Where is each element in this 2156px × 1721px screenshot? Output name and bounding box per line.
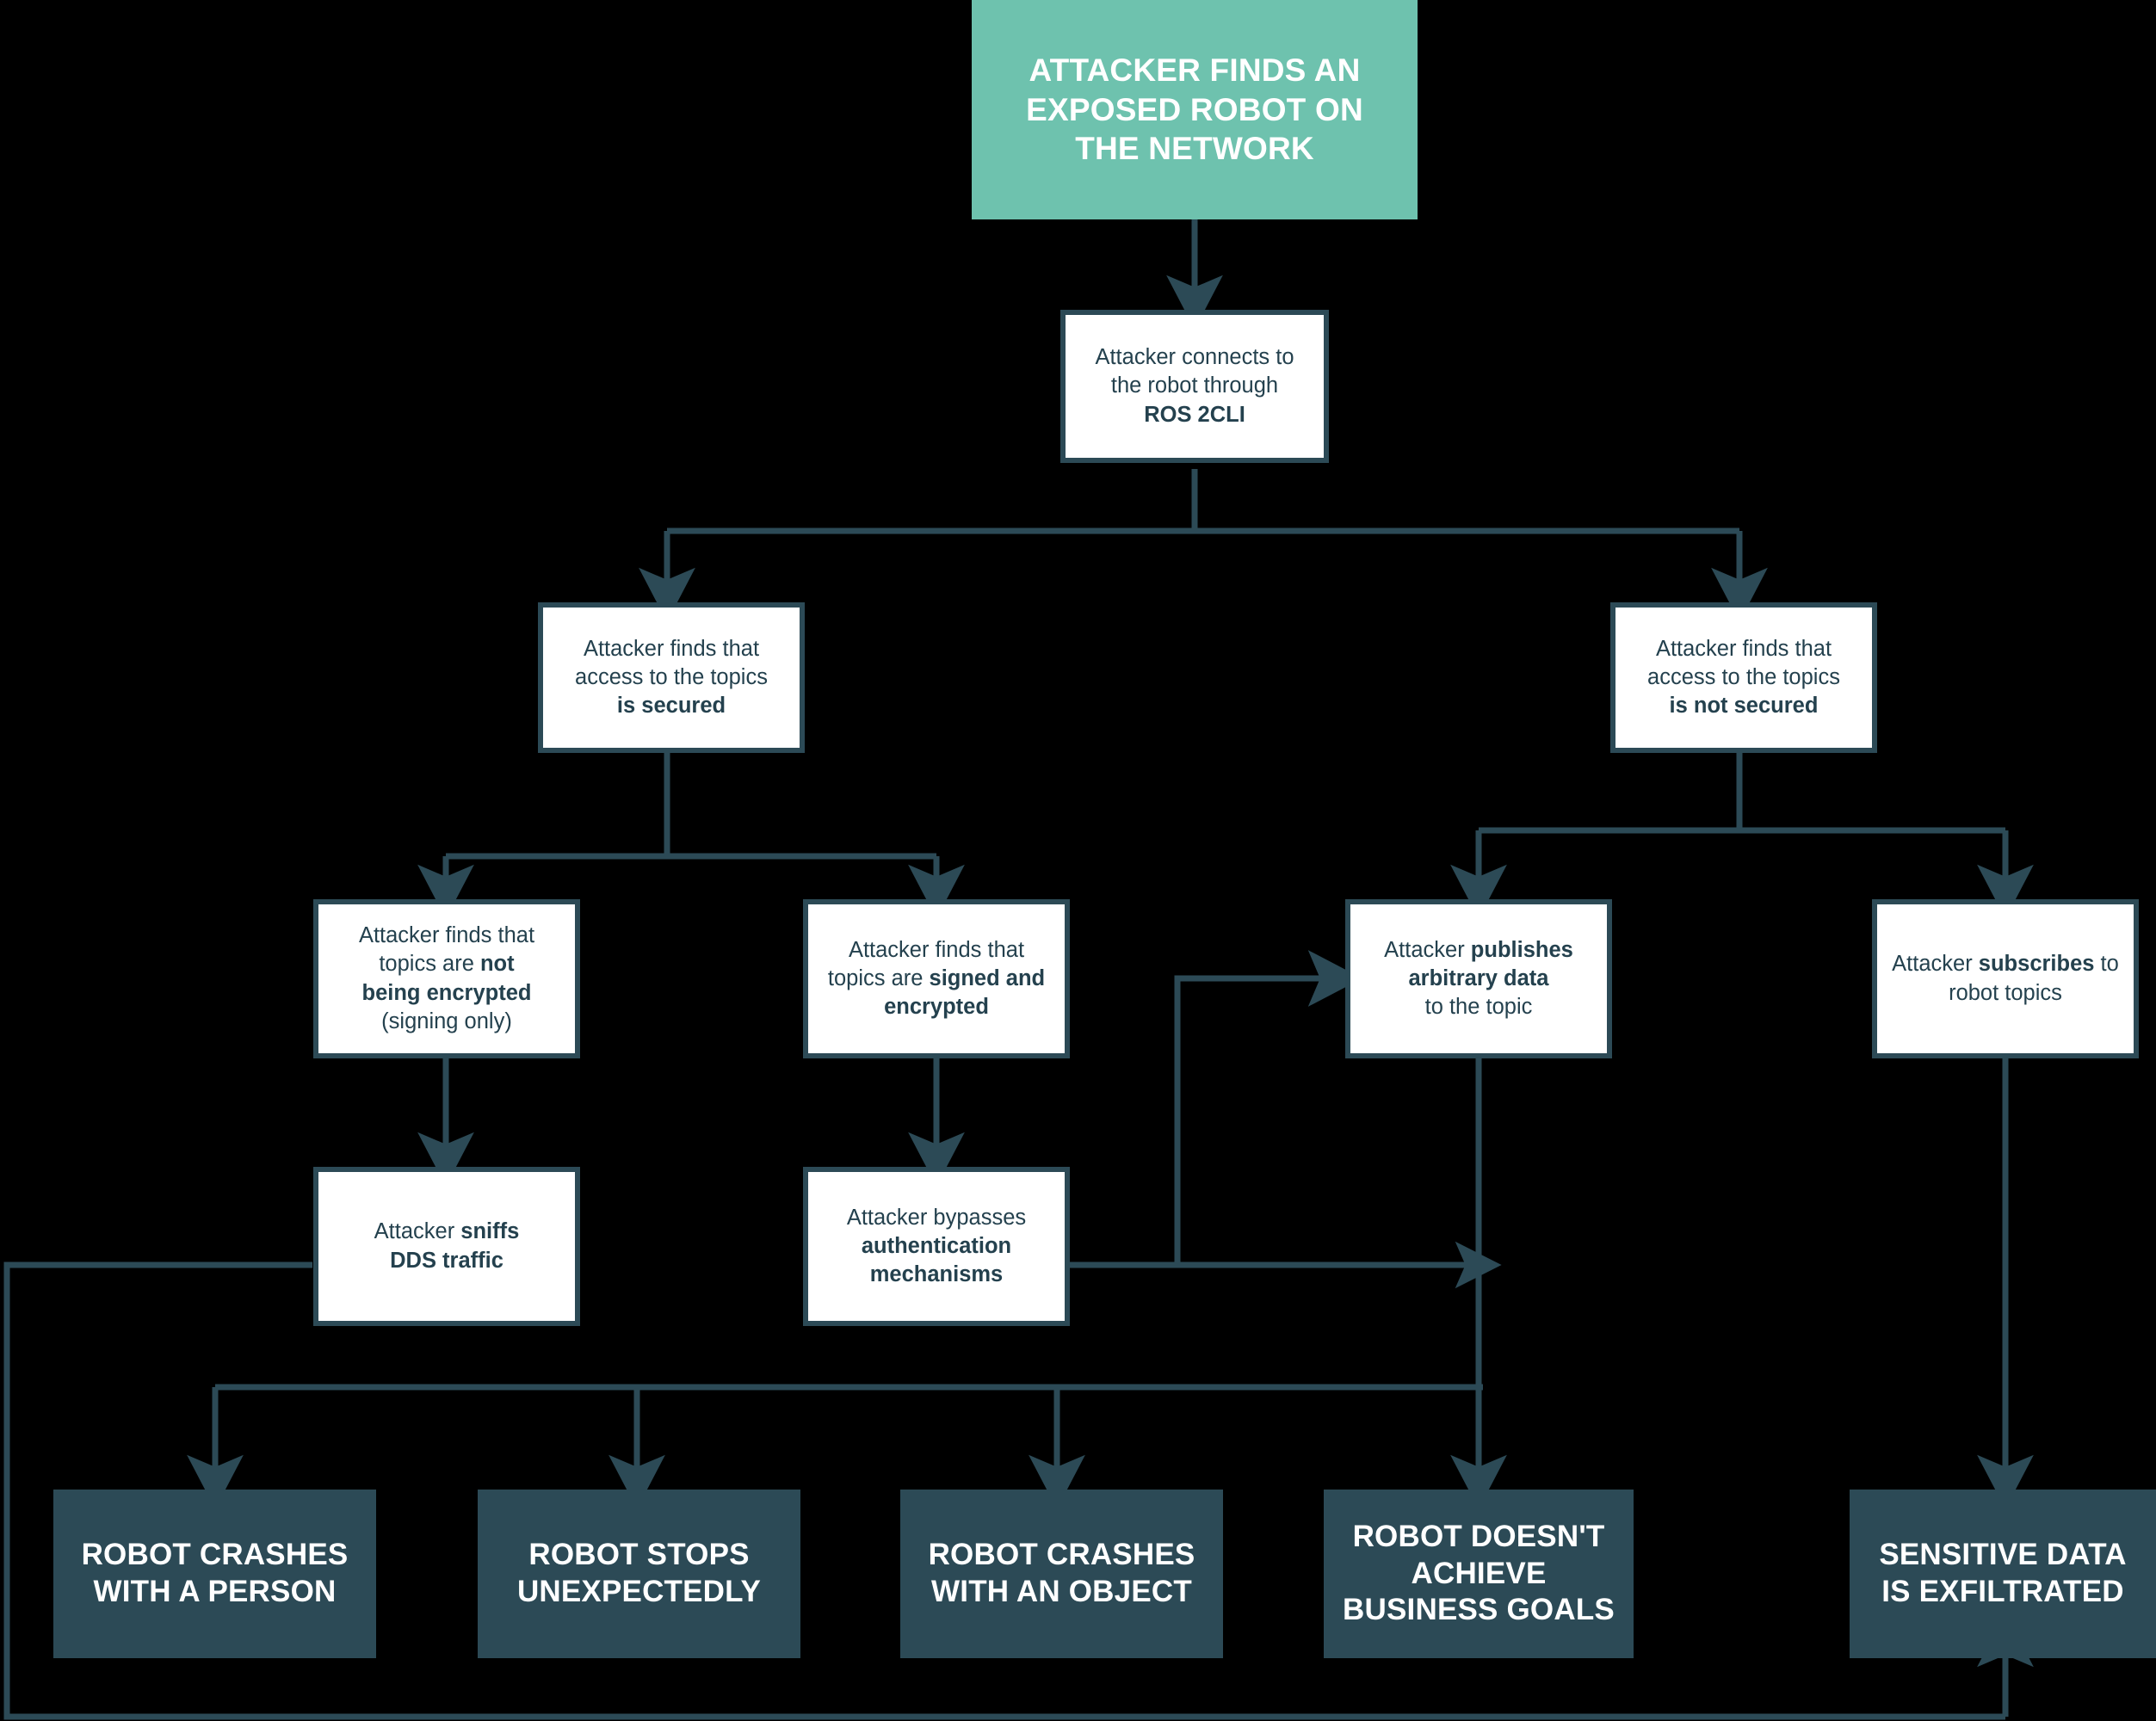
- node-label: ATTACKER FINDS AN EXPOSED ROBOT ON THE N…: [972, 51, 1418, 170]
- node-label: Attacker finds that access to the topics…: [543, 635, 800, 720]
- crash-object-line-1: ROBOT CRASHES: [928, 1538, 1195, 1572]
- node-subscribes-to-robot-topics[interactable]: Attacker subscribes to robot topics: [1872, 899, 2139, 1058]
- not-secured-line-3: is not secured: [1669, 694, 1819, 719]
- node-label: Attacker finds that topics are not being…: [318, 922, 575, 1036]
- node-attacker-connects-ros2cli[interactable]: Attacker connects to the robot through R…: [1060, 310, 1329, 463]
- node-sniffs-dds-traffic[interactable]: Attacker sniffs DDS traffic: [313, 1167, 580, 1326]
- node-robot-crashes-with-person[interactable]: ROBOT CRASHES WITH A PERSON: [53, 1490, 376, 1658]
- pub-line-1b: publishes: [1470, 937, 1573, 962]
- sniff-line-1b: sniffs: [460, 1219, 520, 1244]
- stops-line-1: ROBOT STOPS: [528, 1538, 750, 1572]
- sig-enc-line-2b: signed and: [929, 965, 1046, 990]
- node-attacker-finds-exposed-robot[interactable]: ATTACKER FINDS AN EXPOSED ROBOT ON THE N…: [972, 0, 1418, 219]
- bypass-line-1: Attacker bypasses: [846, 1205, 1027, 1230]
- edge-bypass-to-publishes: [1174, 950, 1362, 1265]
- stops-line-2: UNEXPECTEDLY: [516, 1575, 762, 1608]
- not-enc-line-1: Attacker finds that: [358, 923, 535, 948]
- cli-line-3: ROS 2CLI: [1144, 402, 1245, 427]
- secured-line-2: access to the topics: [575, 664, 768, 689]
- bypass-line-2: authentication: [861, 1233, 1012, 1258]
- sniff-line-1a: Attacker: [374, 1219, 461, 1244]
- cli-line-2: the robot through: [1110, 373, 1279, 398]
- sub-line-2: robot topics: [1949, 980, 2062, 1005]
- node-label: Attacker finds that topics are signed an…: [808, 936, 1065, 1021]
- sub-line-1b: subscribes: [1978, 952, 2095, 977]
- not-enc-line-2b: not: [479, 952, 515, 977]
- node-label: Attacker bypasses authentication mechani…: [808, 1204, 1065, 1289]
- node-robot-crashes-with-object[interactable]: ROBOT CRASHES WITH AN OBJECT: [900, 1490, 1223, 1658]
- sig-enc-line-3: encrypted: [884, 995, 989, 1020]
- not-enc-line-4: (signing only): [381, 1009, 512, 1033]
- biz-line-2: ACHIEVE: [1411, 1556, 1547, 1590]
- node-robot-doesnt-achieve-business-goals[interactable]: ROBOT DOESN'T ACHIEVE BUSINESS GOALS: [1324, 1490, 1634, 1658]
- bypass-line-3: mechanisms: [869, 1262, 1004, 1287]
- node-label: Attacker subscribes to robot topics: [1877, 950, 2134, 1007]
- crash-person-line-2: WITH A PERSON: [93, 1575, 337, 1608]
- sniff-line-2: DDS traffic: [390, 1248, 503, 1273]
- node-label: Attacker sniffs DDS traffic: [318, 1218, 575, 1274]
- node-label: ROBOT STOPS UNEXPECTEDLY: [478, 1537, 800, 1610]
- biz-line-3: BUSINESS GOALS: [1343, 1593, 1615, 1627]
- secured-line-3: is secured: [616, 694, 726, 719]
- not-enc-line-2a: topics are: [379, 952, 480, 977]
- not-secured-line-1: Attacker finds that: [1655, 636, 1832, 661]
- pub-line-1a: Attacker: [1384, 937, 1471, 962]
- exfil-line-2: IS EXFILTRATED: [1881, 1575, 2124, 1608]
- node-sensitive-data-exfiltrated[interactable]: SENSITIVE DATA IS EXFILTRATED: [1850, 1490, 2156, 1658]
- node-access-is-secured[interactable]: Attacker finds that access to the topics…: [538, 602, 805, 753]
- node-label: Attacker publishes arbitrary data to the…: [1350, 936, 1607, 1021]
- not-enc-line-3: being encrypted: [361, 980, 532, 1005]
- node-bypasses-authentication[interactable]: Attacker bypasses authentication mechani…: [803, 1167, 1070, 1326]
- crash-person-line-1: ROBOT CRASHES: [81, 1538, 349, 1572]
- not-secured-line-2: access to the topics: [1647, 664, 1840, 689]
- secured-line-1: Attacker finds that: [583, 636, 760, 661]
- node-robot-stops-unexpectedly[interactable]: ROBOT STOPS UNEXPECTEDLY: [478, 1490, 800, 1658]
- sub-line-1a: Attacker: [1892, 952, 1979, 977]
- node-label: ROBOT CRASHES WITH AN OBJECT: [900, 1537, 1223, 1610]
- crash-object-line-2: WITH AN OBJECT: [931, 1575, 1192, 1608]
- exfil-line-1: SENSITIVE DATA: [1879, 1538, 2127, 1572]
- node-label: ROBOT CRASHES WITH A PERSON: [53, 1537, 376, 1610]
- cli-line-1: Attacker connects to: [1095, 345, 1294, 370]
- node-label: SENSITIVE DATA IS EXFILTRATED: [1850, 1537, 2156, 1610]
- node-topics-signed-and-encrypted[interactable]: Attacker finds that topics are signed an…: [803, 899, 1070, 1058]
- node-topics-not-being-encrypted[interactable]: Attacker finds that topics are not being…: [313, 899, 580, 1058]
- root-line-3: THE NETWORK: [1075, 131, 1314, 167]
- pub-line-2: arbitrary data: [1408, 965, 1549, 990]
- node-label: ROBOT DOESN'T ACHIEVE BUSINESS GOALS: [1324, 1519, 1634, 1629]
- biz-line-1: ROBOT DOESN'T: [1352, 1519, 1605, 1553]
- root-line-2: EXPOSED ROBOT ON: [1026, 91, 1363, 127]
- node-publishes-arbitrary-data[interactable]: Attacker publishes arbitrary data to the…: [1345, 899, 1612, 1058]
- node-access-is-not-secured[interactable]: Attacker finds that access to the topics…: [1610, 602, 1877, 753]
- root-line-1: ATTACKER FINDS AN: [1029, 52, 1361, 88]
- sig-enc-line-1: Attacker finds that: [848, 937, 1025, 962]
- node-label: Attacker finds that access to the topics…: [1615, 635, 1872, 720]
- sub-line-1c: to: [2094, 952, 2119, 977]
- sig-enc-line-2a: topics are: [827, 965, 930, 990]
- node-label: Attacker connects to the robot through R…: [1066, 343, 1324, 429]
- pub-line-3: to the topic: [1424, 995, 1533, 1020]
